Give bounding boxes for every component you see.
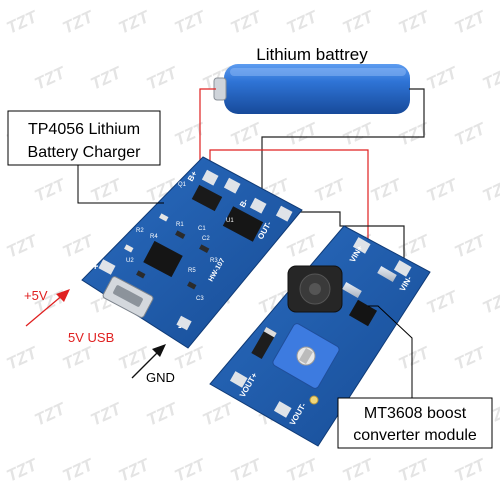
arrows [25, 289, 166, 379]
watermark-mark: TZT [88, 63, 126, 94]
watermark-mark: TZT [396, 119, 434, 150]
watermark-mark: TZT [172, 343, 210, 374]
watermark-mark: TZT [424, 287, 462, 318]
watermark-mark: TZT [4, 455, 42, 486]
silk-r5: R5 [188, 268, 196, 274]
watermark-mark: TZT [340, 7, 378, 38]
watermark-mark: TZT [4, 343, 42, 374]
watermark-mark: TZT [32, 399, 70, 430]
usb-label: 5V USB [68, 330, 114, 345]
watermark-mark: TZT [312, 175, 350, 206]
watermark-mark: TZT [60, 343, 98, 374]
watermark-mark: TZT [368, 175, 406, 206]
tp4056-board: OUT+ B+ B- OUT- HW-107 + - R1 R2 R3 R4 R… [81, 153, 303, 349]
silk-r2: R2 [136, 228, 144, 234]
callouts [7, 110, 493, 449]
boost-label-line1: MT3608 boost [364, 405, 467, 422]
watermark-mark: TZT [172, 7, 210, 38]
watermark-mark: TZT [144, 399, 182, 430]
silk-u1: U1 [226, 218, 234, 224]
silk-q1: Q1 [178, 182, 187, 188]
watermark-mark: TZT [452, 343, 490, 374]
watermark-mark: TZT [424, 175, 462, 206]
charger-label-line2: Battery Charger [28, 144, 142, 161]
watermark-mark: TZT [32, 175, 70, 206]
silk-minus: - [178, 321, 182, 333]
silk-r1: R1 [176, 222, 184, 228]
watermark-mark: TZT [452, 119, 490, 150]
lithium-battery [213, 64, 410, 114]
watermark-mark: TZT [396, 343, 434, 374]
silk-plus: + [92, 261, 98, 273]
watermark-mark: TZT [88, 399, 126, 430]
watermark-mark: TZT [284, 455, 322, 486]
watermark-mark: TZT [200, 399, 238, 430]
mt3608-board: VIN+ VIN- VOUT+ VOUT- [209, 225, 431, 447]
watermark-mark: TZT [228, 7, 266, 38]
watermark-mark: TZT [116, 343, 154, 374]
gnd-label: GND [146, 370, 175, 385]
watermark-mark: TZT [228, 455, 266, 486]
watermark-mark: TZT [4, 7, 42, 38]
watermark-mark: TZT [116, 455, 154, 486]
plus5v-label: +5V [24, 288, 48, 303]
watermark-mark: TZT [4, 231, 42, 262]
watermark-mark: TZT [284, 7, 322, 38]
watermark-mark: TZT [480, 63, 500, 94]
watermark-mark: TZT [60, 7, 98, 38]
watermark-mark: TZT [60, 455, 98, 486]
watermark-mark: TZT [340, 455, 378, 486]
battery-label: Lithium battrey [256, 45, 368, 64]
watermark-mark: TZT [144, 63, 182, 94]
watermark-mark: TZT [480, 175, 500, 206]
silk-r4: R4 [150, 234, 158, 240]
silk-r3: R3 [210, 258, 218, 264]
watermark-mark: TZT [88, 175, 126, 206]
watermark-mark: TZT [32, 63, 70, 94]
watermark-mark: TZT [284, 231, 322, 262]
watermark-mark: TZT [60, 231, 98, 262]
watermark-mark: TZT [396, 455, 434, 486]
boost-label-line2: converter module [353, 427, 477, 444]
watermark-mark: TZT [172, 119, 210, 150]
silk-c1: C1 [198, 226, 206, 232]
watermark-mark: TZT [452, 231, 490, 262]
watermark-mark: TZT [340, 119, 378, 150]
watermark-mark: TZT [452, 455, 490, 486]
watermark-mark: TZT [396, 7, 434, 38]
watermark-mark: TZT [480, 287, 500, 318]
silk-c3: C3 [196, 296, 204, 302]
watermark-mark: TZT [284, 119, 322, 150]
watermark-mark: TZT [228, 119, 266, 150]
watermark-mark: TZT [116, 7, 154, 38]
watermark-mark: TZT [452, 7, 490, 38]
watermark-mark: TZT [424, 63, 462, 94]
charger-label-line1: TP4056 Lithium [28, 121, 140, 138]
silk-u2: U2 [126, 258, 134, 264]
watermark-mark: TZT [172, 455, 210, 486]
silk-c2: C2 [202, 236, 210, 242]
